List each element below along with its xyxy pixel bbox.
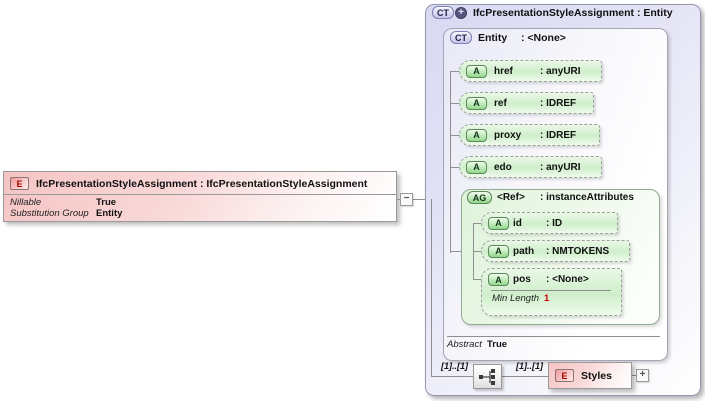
facet-value: 1 — [544, 293, 550, 304]
facet-row-min-length: Min Length 1 — [482, 291, 621, 304]
element-box-styles[interactable]: E Styles — [548, 362, 632, 389]
cardinality-label-source: [1]..[1] — [441, 361, 468, 371]
attribute-name: path — [513, 245, 535, 257]
collapse-toggle[interactable]: − — [400, 193, 413, 206]
plus-circle-icon: + — [455, 6, 467, 19]
entity-type: : <None> — [521, 31, 566, 44]
connector-stub — [450, 103, 459, 104]
attribute-box-href[interactable]: A href : anyURI — [459, 60, 602, 82]
connector-stub — [450, 251, 461, 252]
attribute-name: edo — [494, 161, 512, 173]
content-model-line — [632, 375, 637, 376]
attribute-name: id — [513, 217, 522, 229]
prop-row-substitution-group: Substitution Group Entity — [10, 208, 390, 219]
attribute-name: ref — [494, 97, 507, 109]
prop-label: Nillable — [10, 197, 42, 208]
entity-header: CT Entity : <None> — [450, 31, 566, 44]
attribute-icon: A — [466, 64, 487, 78]
connector-stub — [450, 167, 459, 168]
prop-value: Entity — [96, 208, 123, 219]
entity-name: Entity — [478, 31, 508, 44]
content-model-line — [431, 199, 432, 377]
prop-row-abstract: Abstract True — [447, 339, 507, 350]
complextype-header: CT + IfcPresentationStyleAssignment : En… — [432, 6, 673, 19]
element-icon: E — [555, 369, 574, 382]
facet-divider — [491, 290, 611, 291]
attribute-type: : ID — [546, 217, 563, 229]
attribute-icon: A — [488, 244, 509, 258]
attribute-box-pos[interactable]: A pos : <None> Min Length 1 — [481, 268, 622, 316]
connector-stub — [473, 251, 481, 252]
prop-row-nillable: Nillable True — [10, 197, 390, 208]
connector-stub — [473, 279, 481, 280]
content-model-line — [431, 376, 473, 377]
attribute-group-name: <Ref> — [497, 192, 525, 203]
attribute-type: : <None> — [546, 274, 589, 285]
attribute-box-proxy[interactable]: A proxy : IDREF — [459, 124, 600, 146]
attribute-type: : anyURI — [540, 65, 581, 77]
attribute-type: : IDREF — [540, 97, 577, 109]
attribute-group-type: : instanceAttributes — [540, 192, 634, 203]
prop-value: True — [487, 339, 508, 350]
element-title-row: E IfcPresentationStyleAssignment : IfcPr… — [4, 172, 396, 194]
styles-title-row: E Styles — [549, 363, 631, 388]
element-title: IfcPresentationStyleAssignment : IfcPres… — [36, 177, 368, 190]
attribute-box-id[interactable]: A id : ID — [481, 212, 618, 234]
attribute-icon: A — [466, 160, 487, 174]
attribute-box-ref[interactable]: A ref : IDREF — [459, 92, 594, 114]
attribute-icon: A — [488, 273, 509, 286]
sequence-compositor[interactable] — [473, 364, 502, 389]
attribute-group-header: AG <Ref> : instanceAttributes — [467, 191, 634, 204]
attribute-icon: A — [466, 128, 487, 142]
ct-icon: CT — [450, 31, 472, 44]
attribute-box-path[interactable]: A path : NMTOKENS — [481, 240, 630, 262]
ct-icon: CT — [432, 6, 454, 19]
attribute-icon: A — [466, 96, 487, 110]
element-box-ifcpresentationstyleassignment[interactable]: E IfcPresentationStyleAssignment : IfcPr… — [3, 171, 397, 222]
attribute-name: proxy — [494, 129, 522, 141]
complextype-title: IfcPresentationStyleAssignment : Entity — [473, 6, 673, 19]
attribute-type: : anyURI — [540, 161, 581, 173]
attribute-tree-line — [450, 71, 451, 253]
attribute-type: : IDREF — [540, 129, 577, 141]
attribute-box-edo[interactable]: A edo : anyURI — [459, 156, 602, 178]
content-model-line — [502, 376, 548, 377]
connector-line — [397, 199, 450, 200]
cardinality-label-target: [1]..[1] — [516, 361, 543, 371]
connector-stub — [450, 135, 459, 136]
prop-value: True — [96, 197, 117, 208]
connector-stub — [450, 71, 459, 72]
attribute-icon: A — [488, 216, 509, 230]
prop-label: Abstract — [447, 339, 482, 350]
attribute-type: : NMTOKENS — [546, 245, 610, 257]
complextype-derived-icon: CT + — [432, 6, 467, 19]
styles-element-name: Styles — [581, 369, 612, 382]
attribute-group-icon: AG — [467, 191, 492, 204]
element-properties: Nillable True Substitution Group Entity — [4, 194, 396, 221]
prop-label: Substitution Group — [10, 208, 89, 219]
attribute-name: pos — [513, 274, 531, 285]
element-icon: E — [10, 177, 29, 190]
connector-stub — [473, 223, 481, 224]
properties-divider — [447, 336, 660, 337]
expand-toggle[interactable]: + — [636, 369, 649, 382]
sequence-icon — [478, 368, 495, 385]
attribute-pos-header: A pos : <None> — [482, 269, 621, 290]
facet-label: Min Length — [492, 293, 540, 304]
attribute-name: href — [494, 65, 513, 77]
